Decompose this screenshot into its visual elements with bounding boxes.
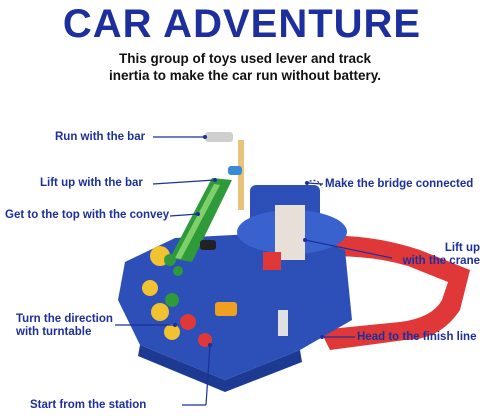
callout-crane: Lift up with the crane	[372, 242, 480, 268]
subtitle-line-2: inertia to make the car run without batt…	[108, 68, 382, 83]
car-2	[215, 302, 237, 316]
base-shadow	[138, 345, 302, 392]
subtitle: This group of toys used lever and track …	[60, 50, 430, 84]
callout-convey: Get to the top with the convey	[5, 209, 170, 221]
red-finish-track	[300, 235, 470, 350]
callout-crane-line-2: with the crane	[402, 255, 480, 267]
callout-bridge: Make the bridge connected	[325, 178, 474, 190]
helicopter	[205, 132, 233, 142]
tower-pole	[238, 140, 244, 210]
callout-turntable-line-1: Turn the direction	[16, 313, 113, 325]
subtitle-line-1: This group of toys used lever and track	[118, 51, 372, 66]
callout-lift-bar: Lift up with the bar	[40, 177, 143, 189]
car-3	[228, 166, 242, 175]
callout-finish: Head to the finish line	[357, 331, 477, 343]
car-1	[200, 240, 216, 250]
callout-crane-line-1: Lift up	[444, 242, 480, 254]
callout-turntable: Turn the direction with turntable	[16, 313, 113, 339]
callout-run-bar: Run with the bar	[55, 131, 146, 143]
crane	[275, 205, 305, 260]
callout-station: Start from the station	[30, 399, 147, 411]
page-title: CAR ADVENTURE	[62, 2, 422, 46]
callout-turntable-line-2: with turntable	[16, 326, 92, 338]
